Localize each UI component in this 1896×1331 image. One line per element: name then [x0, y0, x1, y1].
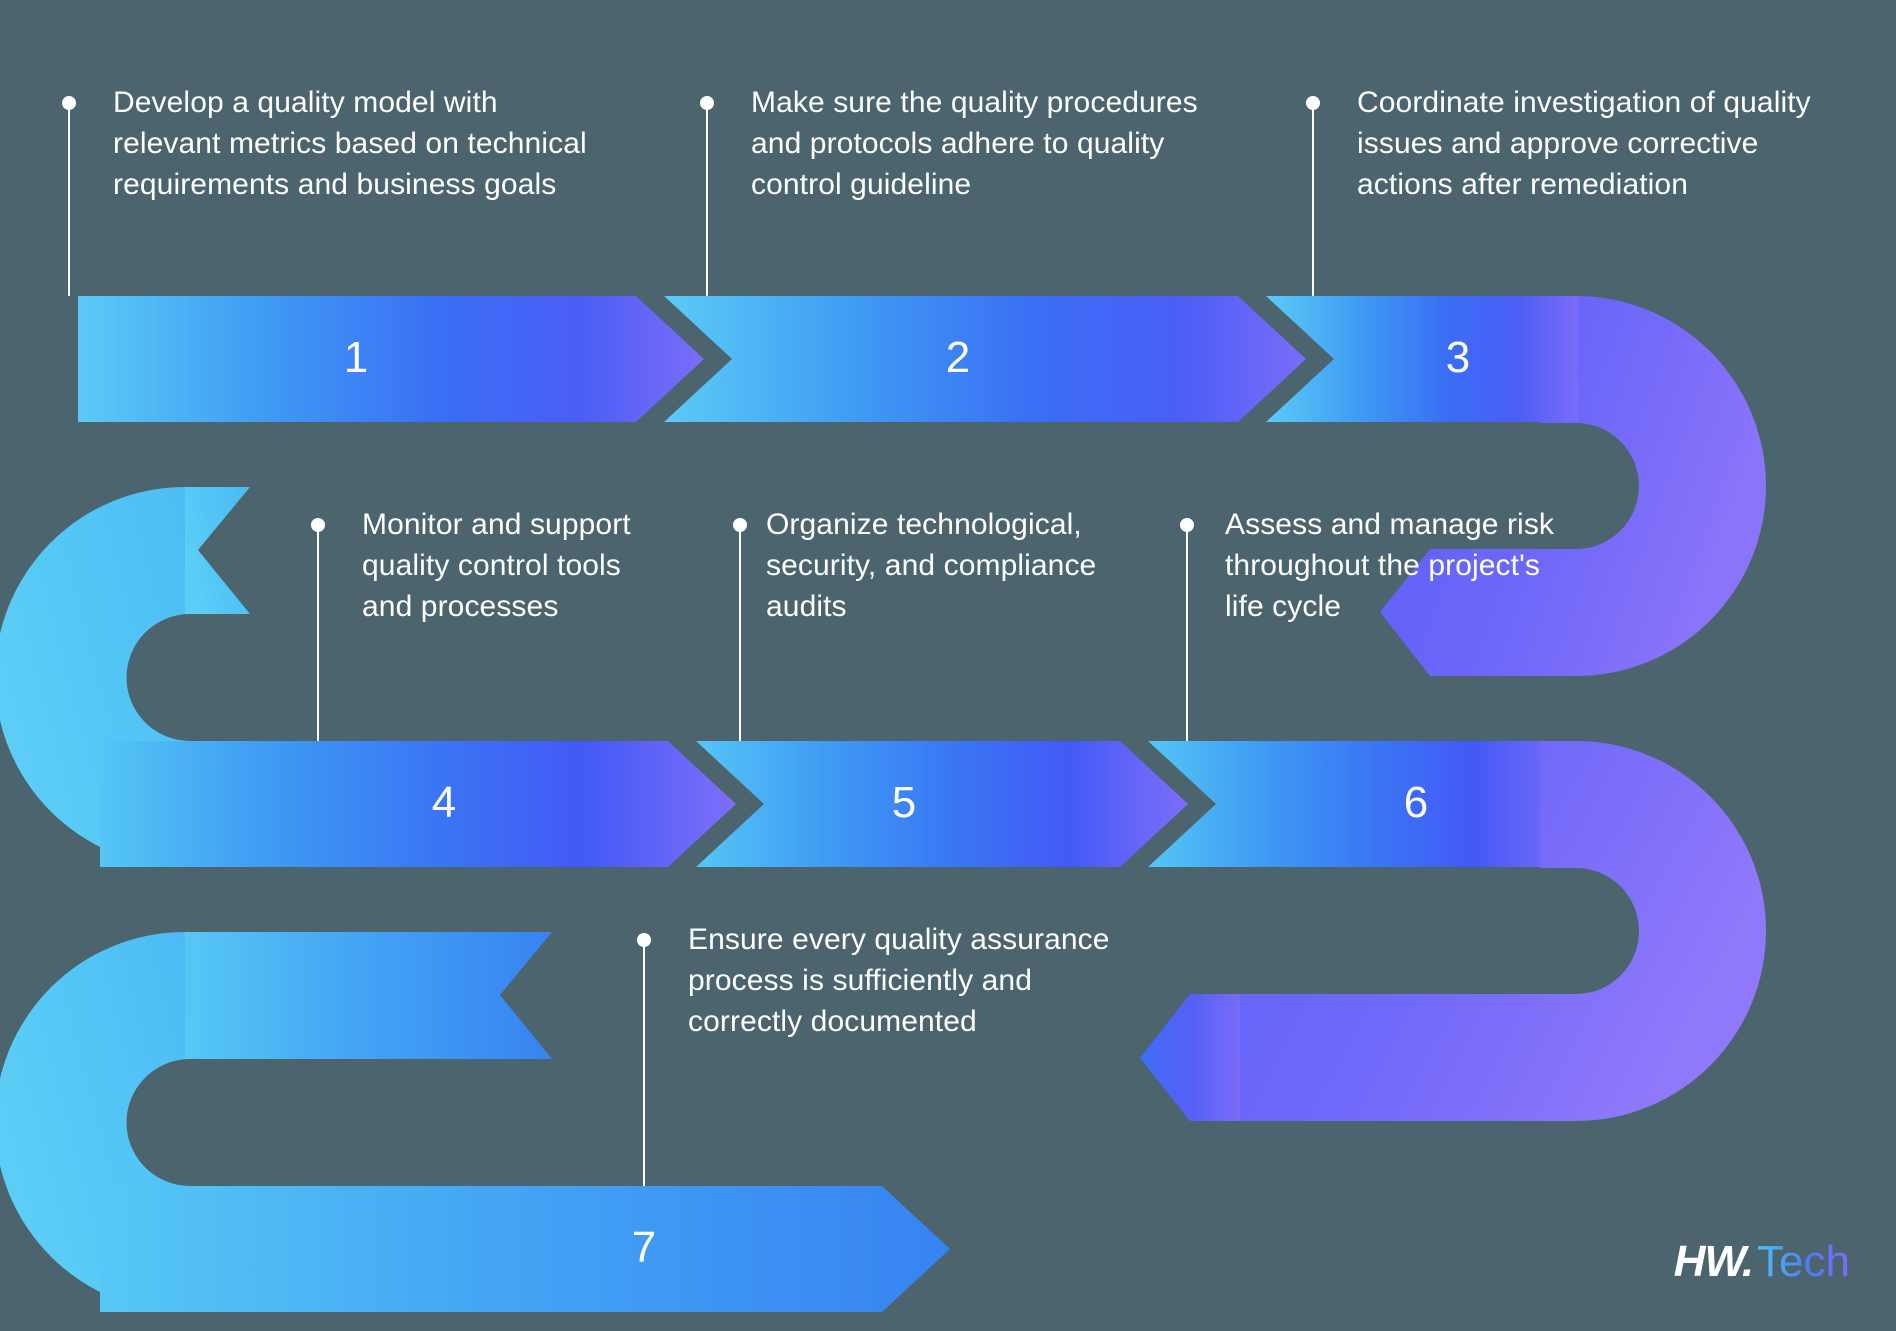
- step-4-arrow-body[interactable]: [100, 741, 736, 867]
- callout-stem-3: [1312, 103, 1314, 296]
- step-2-label: Make sure the quality procedures and pro…: [751, 86, 1198, 201]
- callout-stem-7: [643, 940, 645, 1186]
- callout-stem-5: [739, 525, 741, 741]
- callout-stem-6: [1186, 525, 1188, 741]
- step-7-arrow[interactable]: [100, 1186, 950, 1312]
- u-turn-right-top: [1380, 296, 1766, 676]
- row-3-entry-flag: [185, 932, 552, 1059]
- step-2-arrow[interactable]: [664, 296, 1306, 422]
- u-turn-right-bottom: [1190, 741, 1766, 1121]
- row-3-band: [0, 932, 950, 1312]
- row-2-tail-flag: [1140, 994, 1240, 1121]
- step-6-label: Assess and manage risk throughout the pr…: [1225, 508, 1555, 623]
- step-1-arrow[interactable]: [78, 296, 704, 422]
- step-4-label: Monitor and support quality control tool…: [362, 508, 631, 623]
- callout-stem-4: [317, 525, 319, 741]
- step-number-1: 1: [343, 333, 369, 382]
- step-number-2: 2: [945, 333, 971, 382]
- step-7-label: Ensure every quality assurance process i…: [688, 923, 1110, 1038]
- row-2-entry-flag: [185, 487, 250, 614]
- logo-primary-text: HW.: [1673, 1237, 1754, 1286]
- step-number-5: 5: [891, 778, 917, 827]
- callout-stem-2: [706, 103, 708, 296]
- step-number-7: 7: [631, 1223, 657, 1272]
- step-number-6: 6: [1403, 778, 1429, 827]
- row-2-segments: [100, 487, 1766, 1121]
- step-3-label: Coordinate investigation of quality issu…: [1357, 86, 1811, 201]
- step-1-label: Develop a quality model with relevant me…: [113, 86, 587, 201]
- logo-secondary-text: Tech: [1757, 1237, 1850, 1286]
- step-number-4: 4: [431, 778, 457, 827]
- step-6-arrow[interactable]: [1148, 741, 1576, 867]
- step-3-arrow[interactable]: [1266, 296, 1578, 422]
- step-5-label: Organize technological, security, and co…: [766, 508, 1097, 623]
- callout-stem-1: [68, 103, 70, 296]
- step-number-3: 3: [1445, 333, 1471, 382]
- brand-logo: HW.Tech: [1674, 1237, 1850, 1287]
- step-5-arrow[interactable]: [696, 741, 1188, 867]
- row-2-tail-decor: [1140, 994, 1240, 1121]
